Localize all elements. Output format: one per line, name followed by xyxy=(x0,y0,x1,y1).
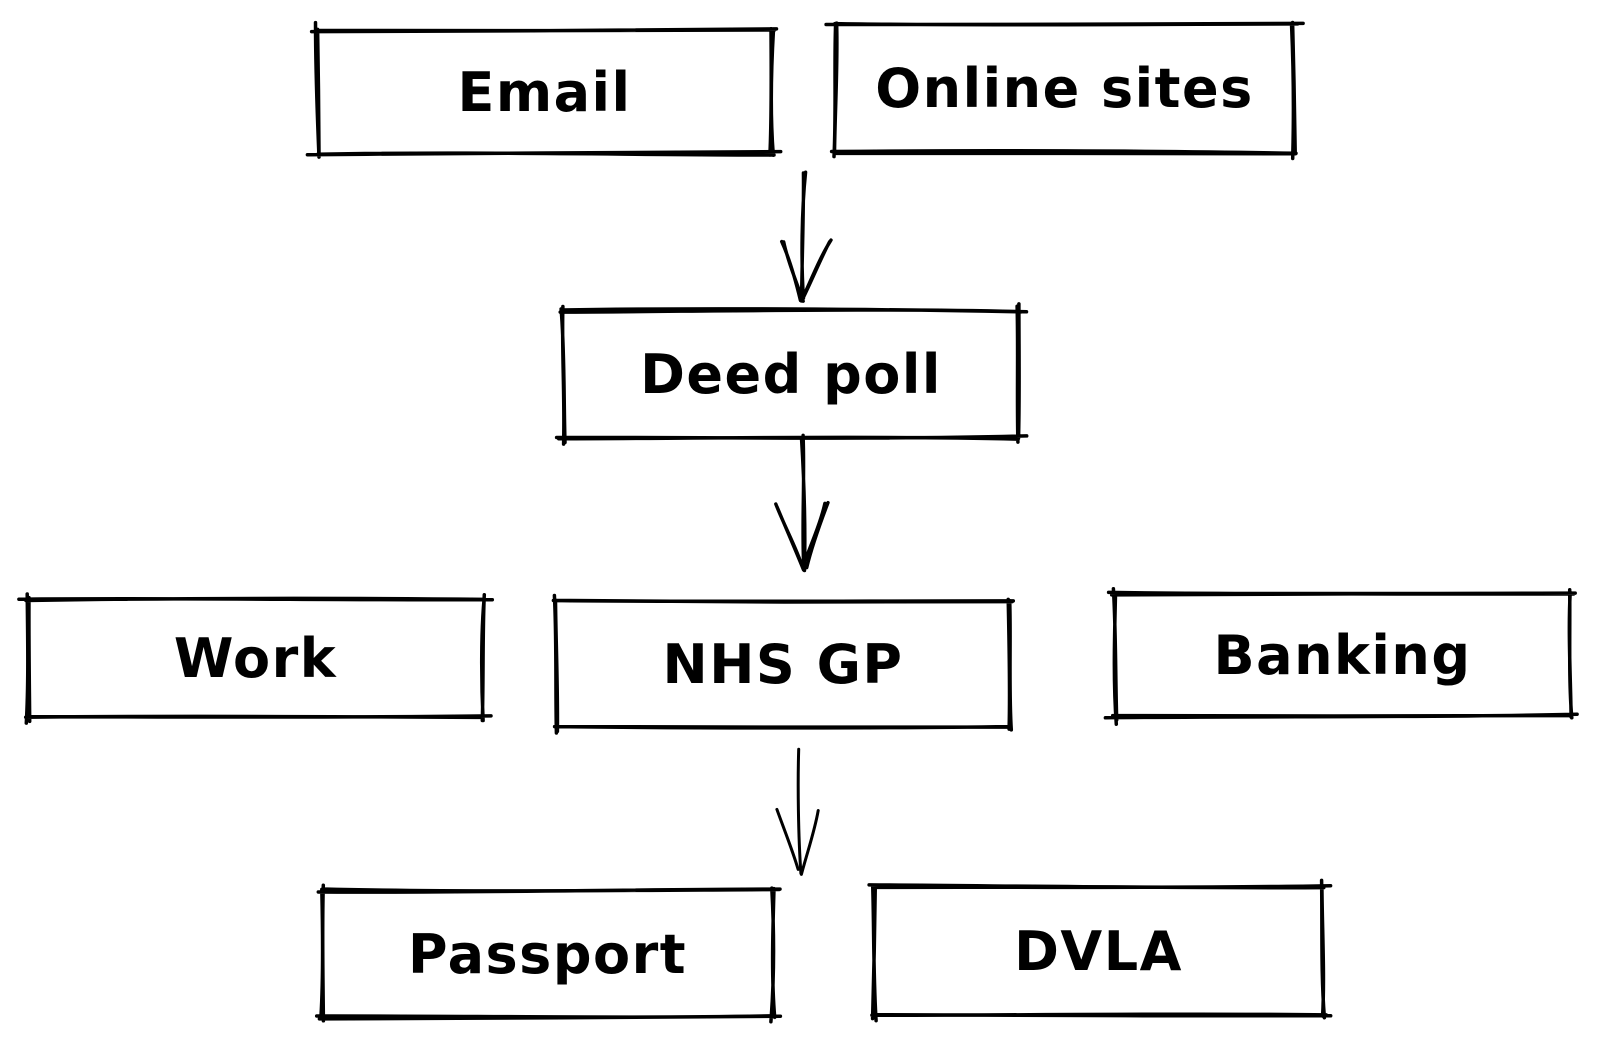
dvla-box-outline xyxy=(867,878,1333,1023)
passport-box-outline xyxy=(314,883,783,1024)
nhs-gp-box-outline xyxy=(551,593,1016,735)
work-box-outline xyxy=(17,592,495,725)
online-sites-box-outline xyxy=(824,20,1305,161)
arrow-nhs-gp-to-bottom-row xyxy=(775,747,820,876)
deed-poll-box-outline xyxy=(554,302,1029,446)
arrow-deed-poll-to-middle-row xyxy=(774,433,830,573)
email-box-outline xyxy=(305,20,783,159)
arrow-email-online-sites-to-deed-poll xyxy=(780,170,833,303)
banking-box-outline xyxy=(1103,587,1579,726)
